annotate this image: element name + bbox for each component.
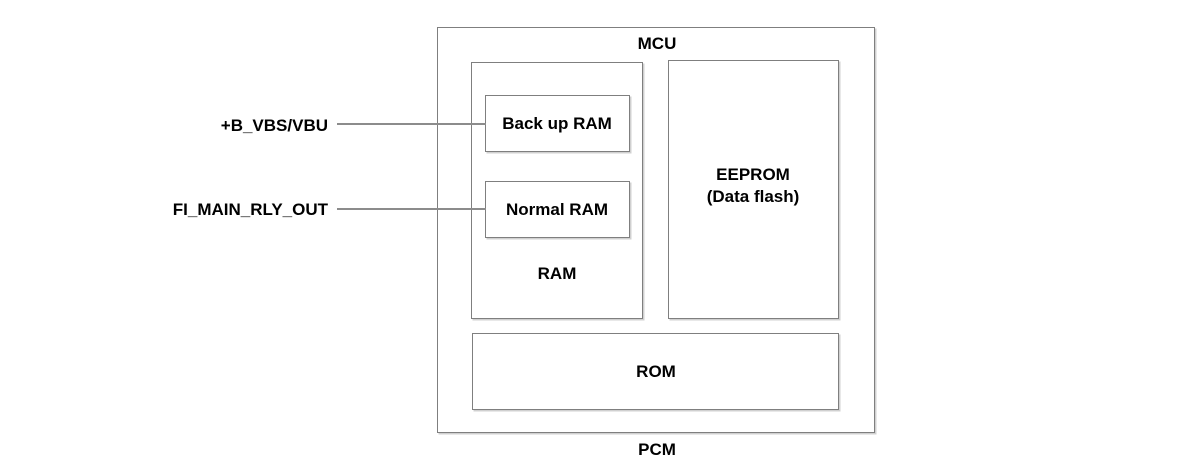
- eeprom-label-line2: (Data flash): [706, 186, 800, 206]
- eeprom-label-group: EEPROM (Data flash): [707, 164, 800, 208]
- eeprom-label-line1: EEPROM: [716, 165, 790, 184]
- signal-label-vbs-vbu: +B_VBS/VBU: [220, 116, 328, 135]
- backup-ram-label: Back up RAM: [502, 114, 612, 133]
- signal-label-fi-main-rly-out: FI_MAIN_RLY_OUT: [172, 200, 328, 219]
- pcm-label: PCM: [638, 440, 676, 459]
- backup-ram-box: [485, 95, 630, 152]
- signal-wire-backup-ram: [337, 123, 486, 125]
- mcu-label: MCU: [637, 34, 677, 53]
- ram-group-label: RAM: [537, 264, 577, 283]
- normal-ram-box: [485, 181, 630, 238]
- eeprom-box: [668, 60, 839, 319]
- rom-label: ROM: [636, 362, 676, 381]
- rom-box: [472, 333, 839, 410]
- normal-ram-label: Normal RAM: [505, 200, 609, 219]
- signal-wire-normal-ram: [337, 208, 486, 210]
